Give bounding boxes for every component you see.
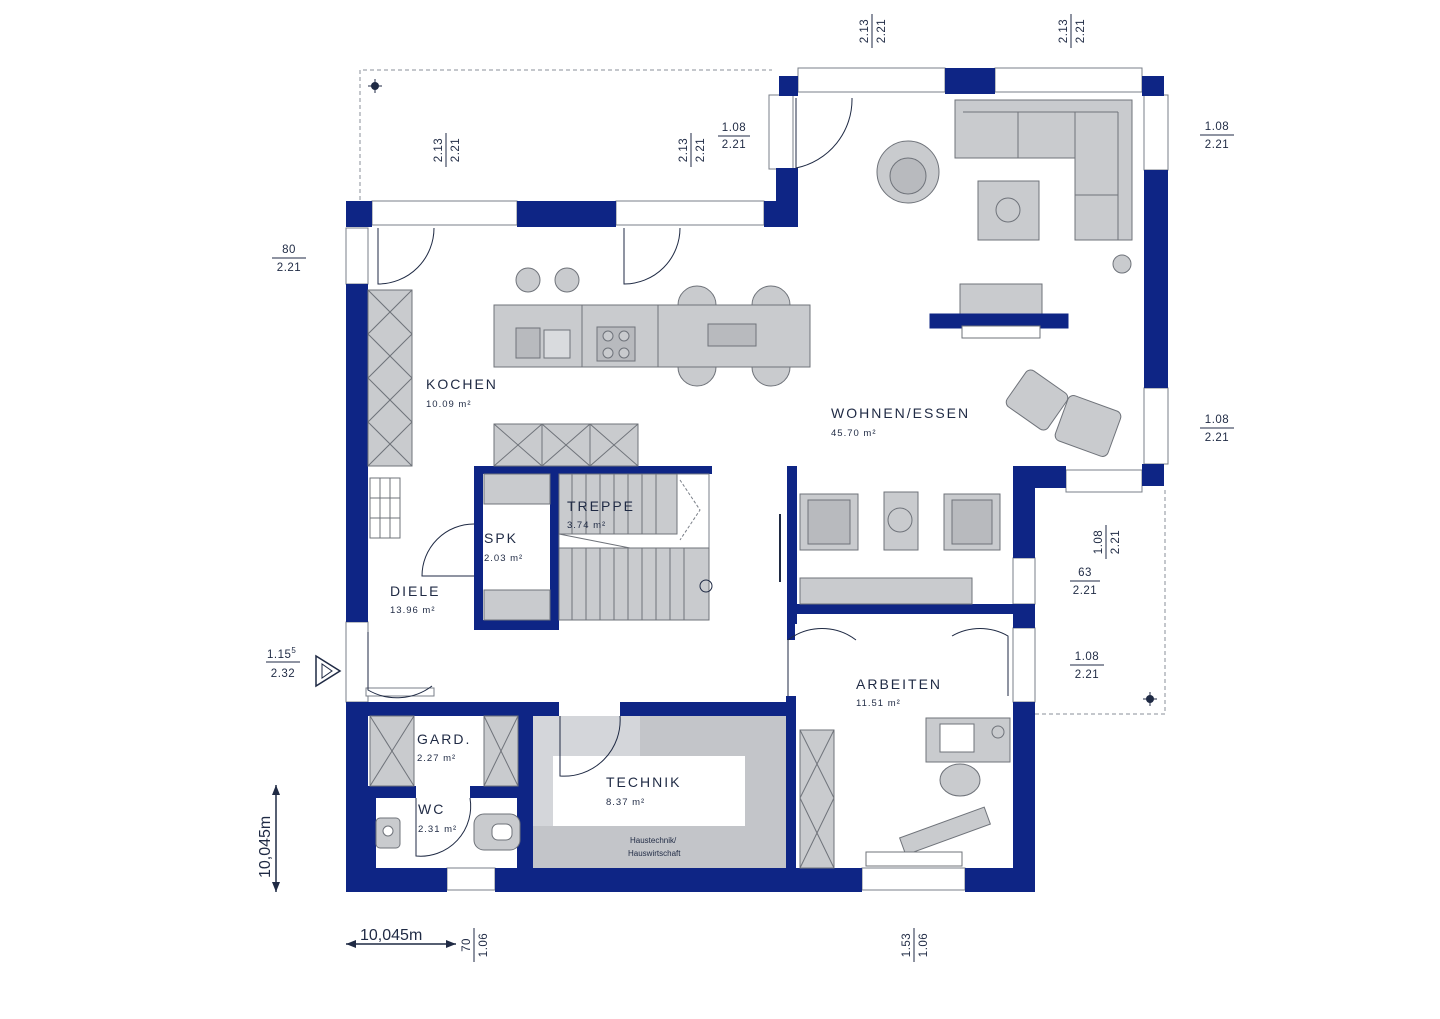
- dim-bottom-wc-w: 70: [461, 938, 473, 952]
- spk-shelf: [483, 473, 551, 505]
- dim-top-left-1-h: 2.21: [450, 138, 462, 162]
- dim-right-small-h: 2.21: [1073, 585, 1097, 597]
- sofa: [954, 99, 1133, 241]
- media-unit: [959, 283, 1043, 317]
- dim-top-right-2-h: 2.21: [1075, 19, 1087, 43]
- entrance-arrow-icon: [315, 654, 342, 688]
- dim-top-left-1-w: 2.13: [433, 138, 445, 162]
- furniture: [367, 99, 1133, 869]
- dim-top-door-h: 2.21: [722, 139, 746, 151]
- dim-top-right-1-h: 2.21: [876, 19, 888, 43]
- kitchen-island: [493, 304, 811, 368]
- dim-right-terrace-w: 1.08: [1093, 530, 1105, 554]
- room-name-gard: GARD.: [417, 731, 471, 747]
- dim-entrance-w: 1.155: [267, 646, 296, 661]
- room-area-kochen: 10.09 m²: [426, 399, 472, 410]
- room-area-spk: 2.03 m²: [484, 553, 523, 564]
- kitchen-tall-cabinet: [367, 289, 413, 467]
- plant: [1112, 254, 1132, 274]
- dim-right-arbeiten-w: 1.08: [1075, 651, 1099, 663]
- room-area-diele: 13.96 m²: [390, 605, 436, 616]
- dim-right-mid-h: 2.21: [1205, 432, 1229, 444]
- room-area-arbeiten: 11.51 m²: [856, 698, 901, 709]
- room-area-wc: 2.31 m²: [418, 824, 457, 835]
- dim-entrance-sup: 5: [291, 646, 296, 655]
- technik-note-1: Haustechnik/: [630, 836, 677, 845]
- room-labels: KOCHEN 10.09 m² WOHNEN/ESSEN 45.70 m² TR…: [390, 376, 970, 858]
- opening-dimensions-horizontal: [266, 134, 1234, 666]
- dim-left-kitchen-w: 80: [282, 244, 296, 256]
- window-frames: [345, 67, 1169, 891]
- scale-vertical-label: 10,045m: [257, 816, 274, 878]
- technik-note-2: Hauswirtschaft: [628, 849, 681, 858]
- dim-right-terrace-h: 2.21: [1110, 530, 1122, 554]
- dim-top-right-2-w: 2.13: [1058, 19, 1070, 43]
- technik-fill: [533, 716, 786, 868]
- room-name-arbeiten: ARBEITEN: [856, 676, 942, 692]
- chair: [751, 285, 791, 306]
- walls: [346, 68, 1168, 892]
- scale-vertical: 10,045m: [257, 785, 280, 892]
- chair: [677, 366, 717, 387]
- doors: [367, 97, 1009, 857]
- coat-rack: [369, 477, 401, 539]
- room-name-kochen: KOCHEN: [426, 376, 498, 392]
- dim-top-door-w: 1.08: [722, 122, 746, 134]
- dim-right-upper-w: 1.08: [1205, 121, 1229, 133]
- office-chair: [939, 763, 981, 797]
- room-area-gard: 2.27 m²: [417, 753, 456, 764]
- chair: [751, 366, 791, 387]
- room-name-technik: TECHNIK: [606, 774, 681, 790]
- dim-top-right-1-w: 2.13: [859, 19, 871, 43]
- room-name-diele: DIELE: [390, 583, 440, 599]
- dim-right-upper-h: 2.21: [1205, 139, 1229, 151]
- stool: [515, 267, 541, 293]
- stairs: [558, 473, 713, 621]
- ironing-board: [898, 806, 992, 856]
- room-name-treppe: TREPPE: [567, 498, 635, 514]
- dim-top-left-2-h: 2.21: [695, 138, 707, 162]
- dim-right-small-w: 63: [1078, 567, 1092, 579]
- dim-left-kitchen-h: 2.21: [277, 262, 301, 274]
- dim-top-left-2-w: 2.13: [678, 138, 690, 162]
- dim-right-arbeiten-h: 2.21: [1075, 669, 1099, 681]
- dim-right-mid-w: 1.08: [1205, 414, 1229, 426]
- dim-bottom-arbeiten-w: 1.53: [901, 933, 913, 957]
- room-name-spk: SPK: [484, 530, 518, 546]
- lounge-chair: [1054, 395, 1122, 457]
- room-name-wohnen: WOHNEN/ESSEN: [831, 405, 970, 421]
- terrace-outlines: [359, 69, 1166, 715]
- terrace-markers: [368, 79, 1157, 706]
- dim-bottom-wc-h: 1.06: [478, 933, 490, 957]
- room-name-wc: WC: [418, 801, 445, 817]
- dim-bottom-arbeiten-h: 1.06: [918, 933, 930, 957]
- opening-labels-horizontal: 1.08 2.21 1.08 2.21 1.08 2.21 80 2.21 63…: [267, 121, 1229, 681]
- opening-dimensions-vertical: 2.13 2.21 2.13 2.21 2.13 2.21 2.13 2.21 …: [433, 14, 1122, 962]
- chair: [677, 285, 717, 306]
- bookshelf: [799, 729, 835, 869]
- dim-entrance-h: 2.32: [271, 668, 295, 680]
- room-area-wohnen: 45.70 m²: [831, 428, 877, 439]
- room-area-technik: 8.37 m²: [606, 797, 645, 808]
- room-area-treppe: 3.74 m²: [567, 520, 606, 531]
- scale-horizontal-label: 10,045m: [360, 927, 422, 944]
- scale-horizontal: 10,045m: [346, 927, 456, 948]
- lounge-chair: [1005, 369, 1069, 431]
- sideboard: [799, 577, 973, 605]
- stool: [554, 267, 580, 293]
